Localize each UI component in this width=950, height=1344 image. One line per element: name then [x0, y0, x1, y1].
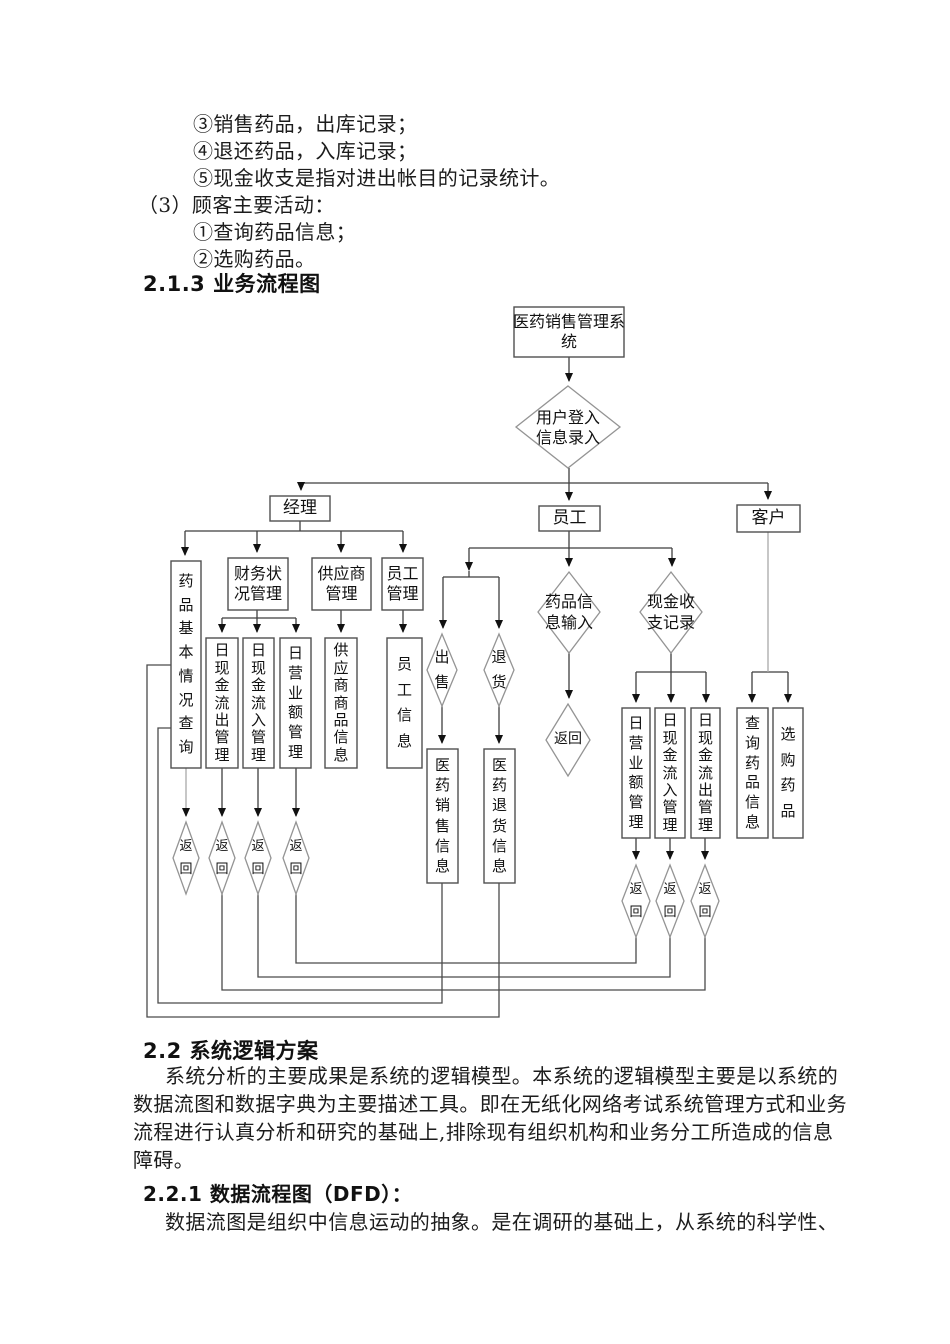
list-line-1: ①查询药品信息； — [193, 220, 357, 244]
node-return-left-1: 返回 — [179, 838, 193, 878]
node-supplier-mgmt: 供应商管理 — [317, 563, 366, 603]
list-line-customer: （3）顾客主要活动： — [138, 193, 335, 217]
node-customer: 客户 — [751, 507, 786, 528]
node-drug-info-entry: 药品信息输入 — [544, 592, 593, 632]
list-line-4: ④退还药品，入库记录； — [193, 139, 418, 163]
para-22-line-3: 流程进行认真分析和研究的基础上,排除现有组织机构和业务分工所造成的信息 — [133, 1120, 834, 1144]
node-daily-cash-in-right: 日现金流入管理 — [662, 711, 678, 834]
node-finance-mgmt: 财务状况管理 — [233, 563, 282, 603]
node-query-drug-info: 查询药品信息 — [744, 713, 760, 832]
node-daily-cash-in-left: 日现金流入管理 — [250, 641, 266, 764]
node-buy-drug: 选购药品 — [780, 725, 796, 820]
node-supplier-goods-info: 供应商商品信息 — [333, 641, 349, 764]
para-22-line-1: 系统分析的主要成果是系统的逻辑模型。本系统的逻辑模型主要是以系统的 — [165, 1064, 839, 1088]
list-line-2: ②选购药品。 — [193, 247, 316, 271]
node-sell-decision: 出售 — [434, 648, 450, 691]
list-line-3: ③销售药品，出库记录； — [193, 112, 418, 136]
node-daily-turnover-left: 日营业额管理 — [287, 643, 303, 762]
node-return-right-3: 返回 — [698, 881, 712, 921]
node-staff-info: 员工信息 — [396, 655, 412, 750]
para-22-line-4: 障碍。 — [133, 1148, 195, 1172]
node-cash-record: 现金收支记录 — [646, 592, 695, 632]
node-med-refund-info: 医药退货信息 — [491, 756, 507, 875]
node-return-mid: 返回 — [554, 731, 582, 748]
node-system: 医药销售管理系统 — [512, 311, 625, 351]
para-221-line-1: 数据流图是组织中信息运动的抽象。是在调研的基础上，从系统的科学性、 — [165, 1210, 839, 1234]
node-login-decision: 用户登入信息录入 — [535, 407, 600, 447]
node-drug-basic-query: 药品基本情况查询 — [178, 571, 194, 757]
section-heading-22: 2.2 系统逻辑方案 — [143, 1039, 319, 1063]
node-manager: 经理 — [283, 497, 317, 518]
node-staff-mgmt: 员工管理 — [386, 563, 419, 603]
node-refund-decision: 退货 — [491, 648, 507, 691]
node-return-right-2: 返回 — [663, 881, 677, 921]
node-daily-turnover-right: 日营业额管理 — [628, 713, 644, 832]
node-return-left-4: 返回 — [289, 838, 303, 878]
section-heading-213: 2.1.3 业务流程图 — [143, 272, 321, 296]
node-return-left-2: 返回 — [215, 838, 229, 878]
list-line-5: ⑤现金收支是指对进出帐目的记录统计。 — [193, 166, 561, 190]
node-return-left-3: 返回 — [251, 838, 265, 878]
section-heading-221: 2.2.1 数据流程图（DFD）： — [143, 1182, 413, 1206]
node-daily-cash-out-right: 日现金流出管理 — [697, 711, 713, 834]
node-staff: 员工 — [552, 507, 587, 528]
node-daily-cash-out-left: 日现金流出管理 — [214, 641, 230, 764]
node-med-sales-info: 医药销售信息 — [434, 756, 450, 875]
node-return-right-1: 返回 — [629, 881, 643, 921]
para-22-line-2: 数据流图和数据字典为主要描述工具。即在无纸化网络考试系统管理方式和业务 — [133, 1092, 847, 1116]
